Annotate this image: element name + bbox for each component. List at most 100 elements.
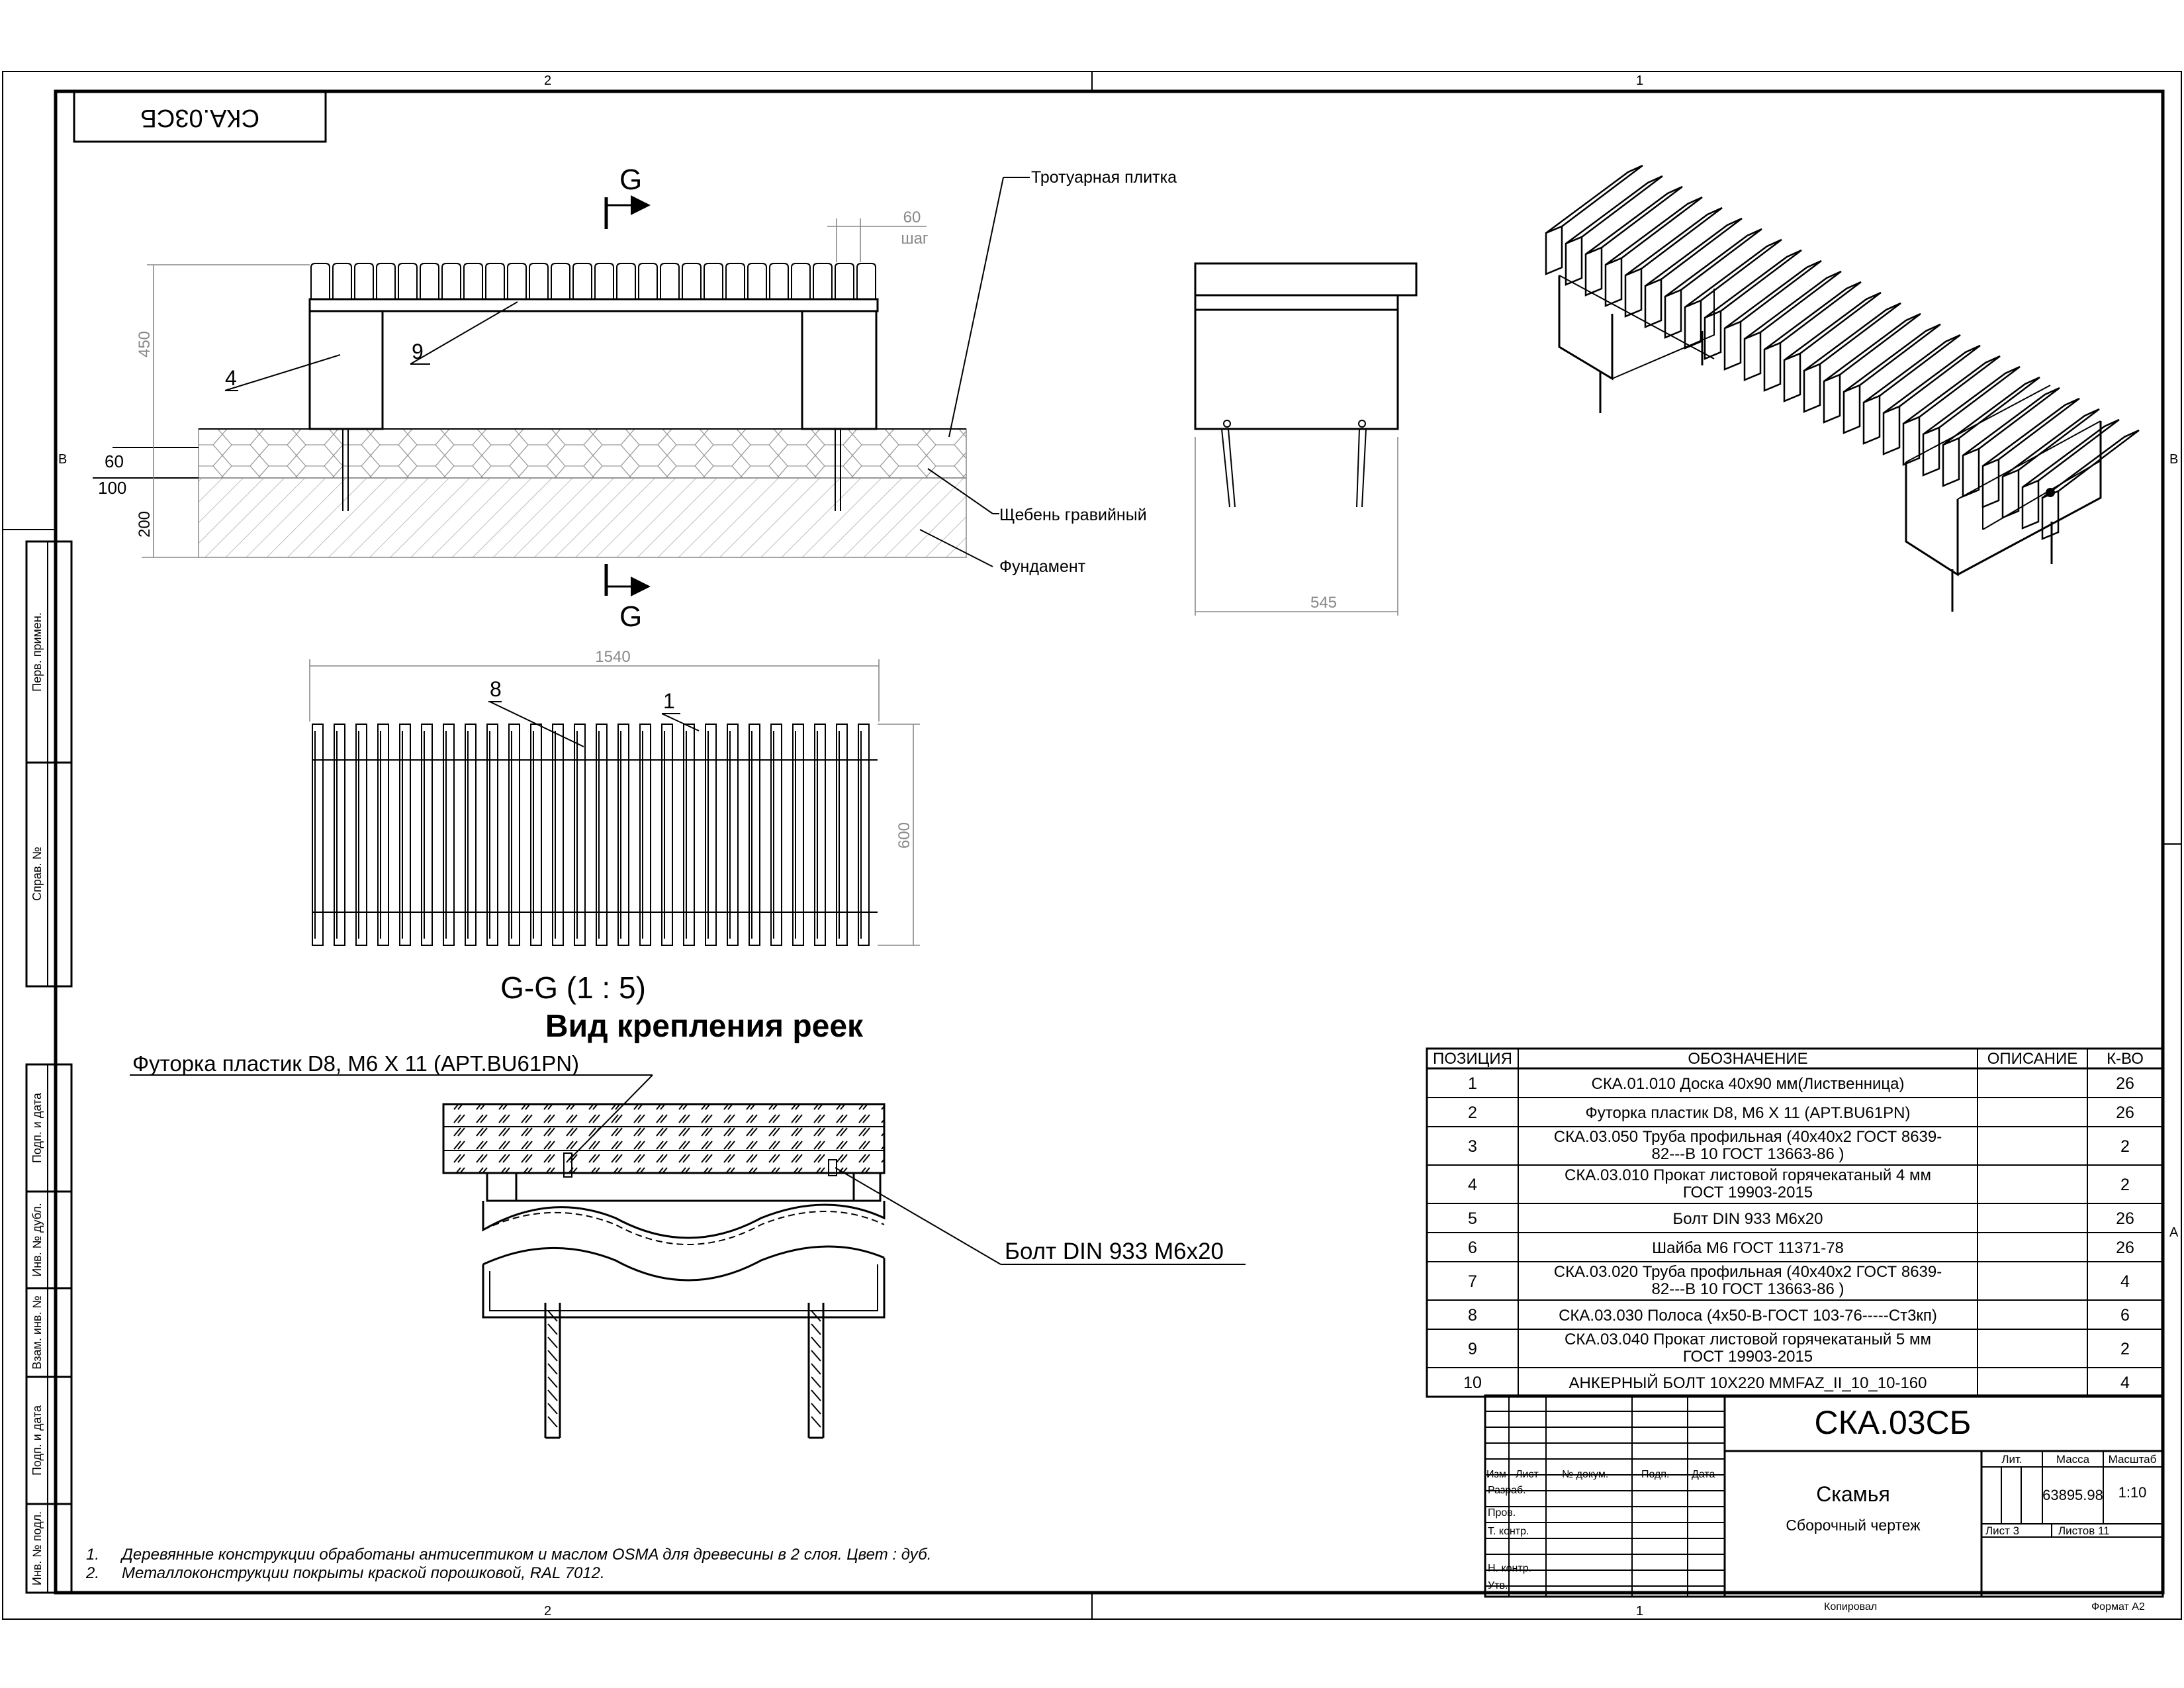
- side-seat: [1194, 262, 1418, 297]
- iso-slat-front: [1843, 384, 1861, 434]
- front-slat: [616, 263, 636, 299]
- section-letter-top: G: [619, 164, 642, 196]
- bom-name-cell: СКА.03.030 Полоса (4x50-В-ГОСТ 103-76---…: [1559, 1307, 1937, 1325]
- foundation-layer: [198, 477, 967, 558]
- bom-header-cell: К-ВО: [2107, 1050, 2144, 1068]
- front-slat: [594, 263, 614, 299]
- bom-name-cell: Болт DIN 933 M6x20: [1673, 1210, 1823, 1228]
- iso-slat-front: [2001, 469, 2020, 519]
- dim-step-60: 60: [903, 209, 921, 226]
- iso-slat-front: [1664, 289, 1682, 339]
- zone-bottom-2: 2: [544, 1604, 551, 1618]
- top-slat: [727, 724, 739, 946]
- tb-sheet: Лист 3: [1985, 1524, 2019, 1537]
- tb-col-sign: Подп.: [1641, 1469, 1670, 1480]
- top-slat: [552, 724, 564, 946]
- iso-slat-front: [1942, 437, 1960, 487]
- tb-format: Формат A2: [2091, 1601, 2145, 1613]
- front-slat: [638, 263, 658, 299]
- top-view: 1540 600 8 1: [309, 648, 920, 946]
- pos-callout-4: 4: [225, 366, 237, 390]
- isometric-view: [1545, 164, 2140, 612]
- note-1-text: Деревянные конструкции обработаны антисе…: [120, 1546, 931, 1564]
- top-slat: [749, 724, 760, 946]
- zone-left-b: B: [58, 452, 67, 467]
- tb-copied: Копировал: [1824, 1601, 1877, 1613]
- bom-name-cell: СКА.03.010 Прокат листовой горячекатаный…: [1565, 1166, 1931, 1184]
- top-slat: [399, 724, 411, 946]
- zone-top-1: 1: [1636, 73, 1643, 88]
- bom-pos-cell: 2: [1468, 1103, 1477, 1122]
- top-slat: [683, 724, 695, 946]
- tb-row-tkontr: Т. контр.: [1488, 1526, 1529, 1537]
- support-right: [801, 310, 878, 430]
- front-slat: [682, 263, 702, 299]
- front-slat: [529, 263, 549, 299]
- top-slat: [770, 724, 782, 946]
- tb-col-list: Лист: [1516, 1469, 1539, 1480]
- tb-row-utv: Утв.: [1488, 1580, 1508, 1591]
- top-slat: [617, 724, 629, 946]
- top-slat: [377, 724, 389, 946]
- iso-slat-front: [1862, 395, 1881, 445]
- iso-slat-front: [2021, 479, 2040, 530]
- bom-qty-cell: 26: [2116, 1209, 2134, 1228]
- dim-top-600: 600: [895, 822, 913, 849]
- tb-scale-label: Масштаб: [2109, 1453, 2157, 1466]
- tb-row-razrab: Разраб.: [1488, 1485, 1526, 1496]
- pos-callout-1: 1: [663, 689, 675, 713]
- rotated-code: СКА.03СБ: [140, 104, 259, 132]
- front-slats: [310, 263, 876, 299]
- top-slat: [858, 724, 870, 946]
- front-slat: [660, 263, 680, 299]
- iso-slat-front: [1684, 299, 1702, 350]
- tb-mass-value: 63895.98: [2042, 1487, 2103, 1503]
- front-slat: [507, 263, 527, 299]
- bom-name-cell: Шайба М6 ГОСТ 11371-78: [1652, 1239, 1844, 1257]
- note-2-num: 2.: [85, 1564, 99, 1582]
- top-slat: [443, 724, 455, 946]
- bom-qty-cell: 2: [2120, 1176, 2130, 1194]
- front-slat: [398, 263, 418, 299]
- iso-slat-front: [1723, 320, 1742, 371]
- iso-slat-front: [1545, 225, 1563, 275]
- strip-label-repl-inv: Взам. инв. №: [30, 1295, 44, 1370]
- iso-slat-front: [1803, 363, 1821, 413]
- dim-60: 60: [105, 451, 124, 471]
- front-slat: [441, 263, 461, 299]
- strip-label-sign-date-1: Подп. и дата: [30, 1092, 44, 1163]
- iso-slat-front: [1922, 426, 1940, 477]
- strip-label-ref-no: Справ. №: [30, 847, 44, 901]
- top-slat: [814, 724, 826, 946]
- bom-pos-cell: 1: [1468, 1074, 1477, 1093]
- dim-side-545: 545: [1310, 594, 1337, 612]
- zone-right-a: A: [2169, 1225, 2179, 1240]
- bom-pos-cell: 7: [1468, 1272, 1477, 1291]
- strip-label-orig-inv: Инв. № подл.: [30, 1511, 44, 1585]
- iso-slats: [1545, 164, 2140, 540]
- bom-header-cell: ОБОЗНАЧЕНИЕ: [1688, 1050, 1807, 1068]
- side-strip: Перв. примен. Справ. № Подп. и дата Инв.…: [25, 540, 73, 1594]
- front-slat: [376, 263, 396, 299]
- sheet-frame: 2 1 2 1 B A B СКА.03СБ: [2, 71, 2182, 1620]
- front-slat: [551, 263, 570, 299]
- bom-qty-cell: 2: [2120, 1340, 2130, 1358]
- front-slat: [791, 263, 811, 299]
- section-label-bolt: Болт DIN 933 M6x20: [1005, 1239, 1224, 1264]
- side-view: 545: [1194, 262, 1418, 616]
- iso-slat-front: [1624, 267, 1643, 318]
- top-slat: [596, 724, 608, 946]
- bom-qty-cell: 26: [2116, 1074, 2134, 1093]
- zone-bottom-1: 1: [1636, 1604, 1643, 1618]
- bom-qty-cell: 4: [2120, 1374, 2130, 1392]
- side-frame: [1194, 308, 1399, 430]
- pos-callout-8: 8: [490, 677, 502, 701]
- top-slat: [661, 724, 673, 946]
- front-slat: [310, 263, 330, 299]
- top-slat: [465, 724, 477, 946]
- title-code: СКА.03СБ: [1814, 1404, 1971, 1441]
- zone-top-2: 2: [544, 73, 551, 88]
- zone-right-b: B: [2169, 452, 2178, 467]
- bom-pos-cell: 10: [1463, 1374, 1482, 1392]
